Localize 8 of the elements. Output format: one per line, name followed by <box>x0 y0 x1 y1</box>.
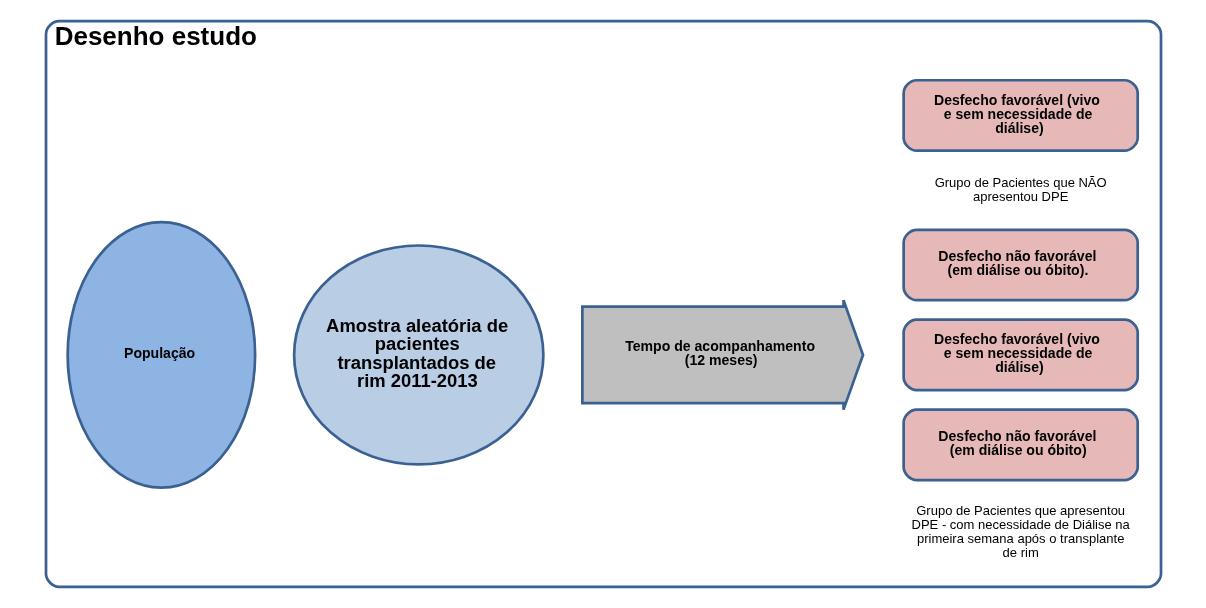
node-box: Desfecho não favorável (em diálise ou óbito) <box>901 408 1139 482</box>
node-ellipse: Amostra aleatória de pacientes transplantados de rim 2011-2013 <box>292 244 545 466</box>
node-box: Desfecho não favorável (em diálise ou óbito). <box>901 228 1139 302</box>
label: Grupo de Pacientes que apresentou DPE - com necessidade de Diálise na primeira semana após o transplante de rim <box>911 502 1130 561</box>
node-ellipse: População <box>65 220 256 490</box>
node-box: Desfecho favorável (vivo e sem necessidade de diálise) <box>901 78 1139 153</box>
node-box: Desfecho favorável (vivo e sem necessidade de diálise) <box>901 318 1139 392</box>
label: Grupo de Pacientes que NÃO apresentou DPE <box>934 174 1107 204</box>
